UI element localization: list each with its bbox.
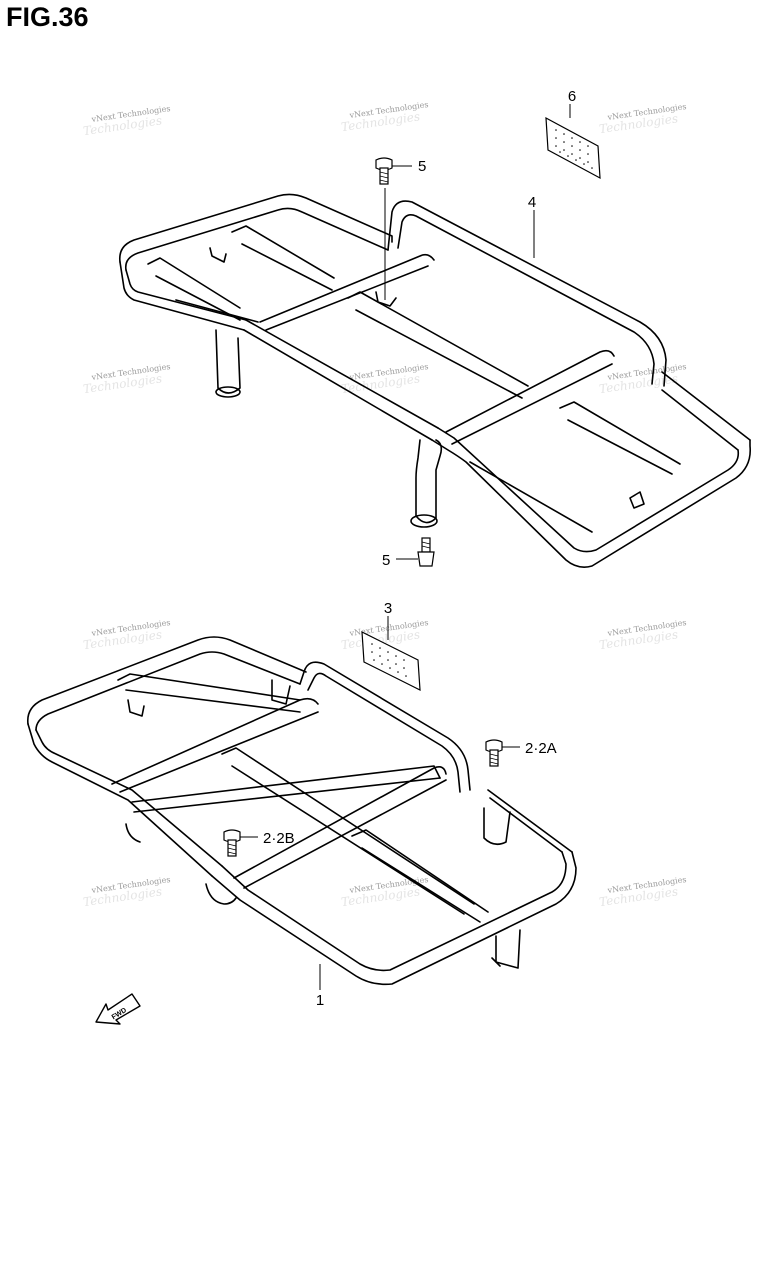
watermark: Technologies vNext Technologies bbox=[82, 875, 171, 909]
watermark: Technologies vNext Technologies bbox=[82, 618, 171, 652]
callout-3: 3 bbox=[384, 600, 392, 617]
leader-lines-upper bbox=[384, 104, 571, 560]
callout-4: 4 bbox=[528, 194, 536, 211]
rear-carrier-rack bbox=[118, 193, 752, 568]
watermark: Technologies vNext Technologies bbox=[598, 102, 687, 136]
bolt-icon bbox=[485, 739, 503, 767]
bolt-icon bbox=[375, 157, 393, 185]
reflector-icon bbox=[361, 630, 421, 692]
front-carrier-rack bbox=[26, 636, 577, 986]
watermark: Technologies vNext Technologies bbox=[598, 362, 687, 396]
callout-5-top: 5 bbox=[418, 158, 426, 175]
watermark: Technologies vNext Technologies bbox=[340, 362, 429, 396]
callout-2-2b: 2·2B bbox=[263, 830, 295, 847]
bolt-icon bbox=[417, 537, 435, 567]
bolt-icon bbox=[223, 829, 241, 857]
watermark: Technologies vNext Technologies bbox=[598, 875, 687, 909]
page-title: FIG.36 bbox=[6, 2, 89, 32]
watermark: Technologies vNext Technologies bbox=[82, 362, 171, 396]
fwd-arrow-icon: FWD bbox=[95, 993, 141, 1025]
watermark: Technologies vNext Technologies bbox=[82, 104, 171, 138]
watermark: Technologies vNext Technologies bbox=[598, 618, 687, 652]
watermark: Technologies vNext Technologies bbox=[340, 100, 429, 134]
callout-2-2a: 2·2A bbox=[525, 740, 557, 757]
watermark: Technologies vNext Technologies bbox=[340, 875, 429, 909]
callout-5-bottom: 5 bbox=[382, 552, 390, 569]
reflector-icon bbox=[545, 116, 601, 180]
leader-lines-lower bbox=[238, 616, 520, 990]
callout-6: 6 bbox=[568, 88, 576, 105]
callout-1: 1 bbox=[316, 992, 324, 1009]
